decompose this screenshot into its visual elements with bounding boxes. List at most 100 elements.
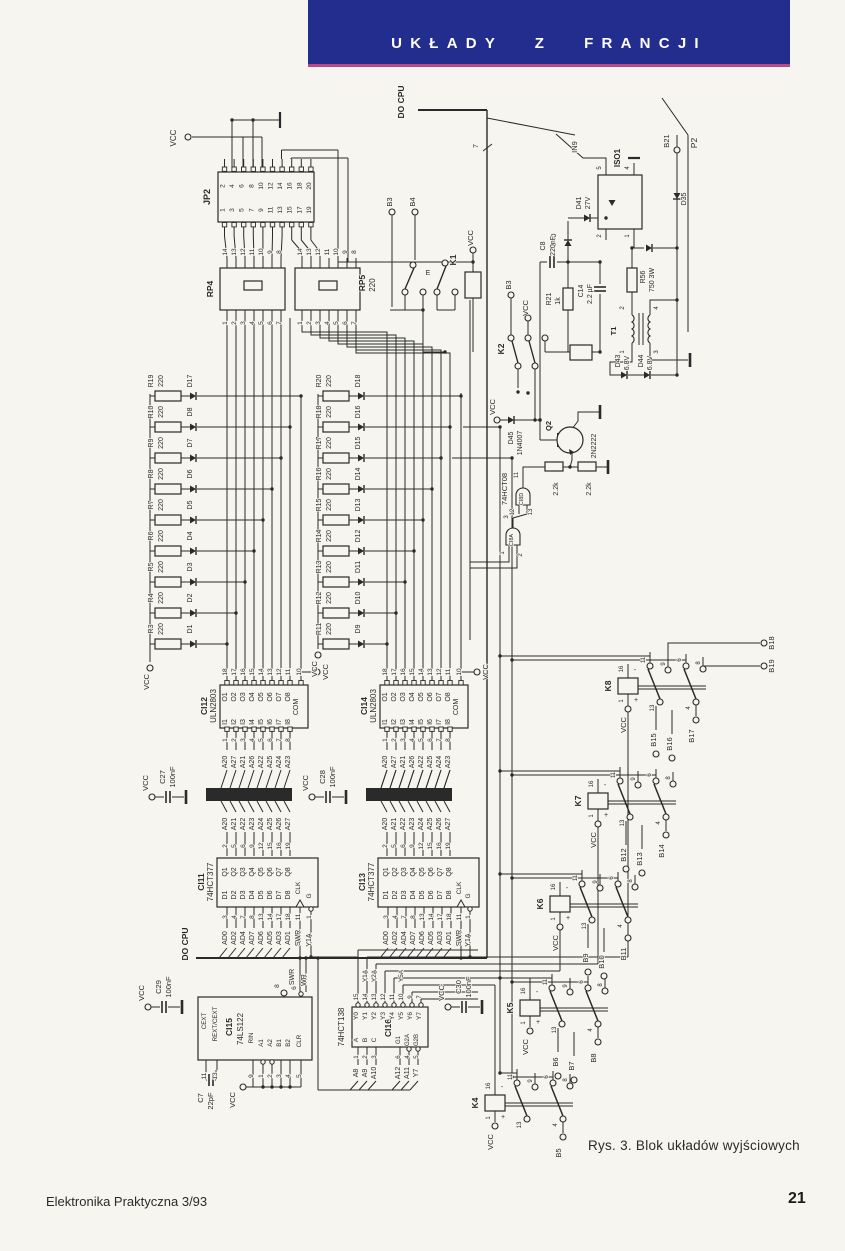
junction-dot [252, 549, 256, 553]
pin-square [402, 726, 408, 732]
diode-icon [190, 485, 196, 493]
net-label: A27 [231, 756, 238, 769]
terminal [656, 698, 664, 706]
terminal [531, 362, 539, 370]
pin-name: D8 [285, 890, 292, 899]
wire [470, 555, 510, 563]
resistor-value: 220 [158, 530, 165, 542]
page-number: 21 [788, 1190, 806, 1207]
pin-number: 13 [419, 913, 426, 921]
pin-number: 16 [287, 182, 294, 190]
wire [281, 947, 291, 959]
wire [220, 800, 228, 813]
relay-ref: K7 [573, 795, 583, 806]
net-label: A21 [240, 756, 247, 769]
net-label: Y5A [398, 969, 405, 982]
net-label: A24 [258, 818, 265, 831]
pin-square [393, 726, 399, 732]
pin-number: 9 [407, 995, 414, 999]
pin-name: I8 [285, 719, 292, 725]
net-label: Y2A [371, 969, 378, 982]
diode-icon [190, 392, 196, 400]
pin-number: 18 [285, 913, 292, 921]
junction-dot [538, 418, 542, 422]
resistor-ref: R5 [148, 562, 155, 571]
resistor-value: 220 [158, 437, 165, 449]
terminal [664, 666, 672, 674]
pin-number: 3 [222, 915, 229, 919]
diode-icon [358, 609, 364, 617]
wire [434, 769, 442, 789]
pin-number: 6 [677, 658, 683, 662]
wire [271, 235, 273, 259]
relay-coil [464, 271, 482, 299]
terminal-label: B10 [597, 955, 606, 968]
winding-icon [630, 314, 635, 344]
terminal [631, 883, 639, 891]
wire [229, 769, 237, 789]
resistor-body [154, 421, 182, 433]
terminal [280, 989, 288, 997]
header-banner: UKŁADY Z FRANCJI [308, 0, 790, 67]
pin-name: I4 [249, 719, 256, 725]
net-label: AD7 [410, 931, 417, 945]
net-label: Y7 [413, 1069, 420, 1078]
pin-number: 2 [231, 738, 238, 742]
pin-square [221, 222, 228, 228]
cap-ref: C29 [154, 980, 163, 994]
pin-number: 8 [274, 984, 281, 988]
wire [617, 783, 631, 815]
pin-square [260, 222, 266, 228]
pin-name: Y2 [371, 1012, 378, 1020]
pin-number: 16 [589, 780, 595, 787]
pin-name: D7 [276, 890, 283, 899]
resistor-body [154, 483, 182, 495]
pin-number: 12 [436, 668, 443, 676]
pin-square [308, 222, 314, 228]
pin-name: A [353, 1037, 360, 1042]
resistor-ref: R11 [316, 623, 323, 635]
resistor-value: 2.2k [586, 482, 593, 496]
terminal [570, 1076, 578, 1084]
pin-square [233, 726, 239, 732]
pin-name: A2 [267, 1039, 274, 1047]
pin-name: Q2 [392, 867, 399, 876]
pin-name: I6 [427, 719, 434, 725]
terminal [523, 1115, 531, 1123]
pin-number: 1 [222, 321, 229, 325]
pin-number: 17 [296, 206, 303, 214]
net-label: AD2 [231, 931, 238, 945]
pin-square [429, 680, 435, 686]
resistor-ref: R13 [316, 560, 323, 573]
do-cpu-label: DO CPU [396, 85, 406, 118]
pin-number: 13 [231, 248, 238, 256]
junction-dot [316, 956, 320, 960]
wire [409, 1080, 419, 1091]
pin-number: 17 [437, 913, 444, 921]
pin-number: 5 [296, 1074, 303, 1078]
diode-icon [358, 547, 364, 555]
diode-ref: D45 [508, 431, 515, 444]
wire [224, 235, 228, 259]
ic-ref: CI13 [357, 873, 367, 891]
pin-name: G [465, 893, 472, 898]
wire [254, 947, 264, 959]
pin-number: 6 [342, 321, 349, 325]
net-label: A23 [409, 818, 416, 831]
pin-name: I1 [382, 719, 389, 725]
diode-icon [190, 454, 196, 462]
diode-ref: D43 [615, 354, 622, 367]
wire [579, 886, 593, 918]
terminal [524, 334, 532, 342]
diode-ref: D35 [681, 192, 688, 205]
pin-name: Q7 [276, 867, 283, 876]
wire [569, 451, 573, 468]
terminal [596, 884, 604, 892]
diode-icon [190, 578, 196, 586]
diode-ref: D2 [187, 593, 194, 602]
pin-number: 10 [333, 248, 340, 256]
junction-dot [510, 773, 514, 777]
vcc-label: VCC [619, 717, 628, 733]
clock-triangle [456, 898, 466, 908]
pin-square [298, 222, 304, 228]
